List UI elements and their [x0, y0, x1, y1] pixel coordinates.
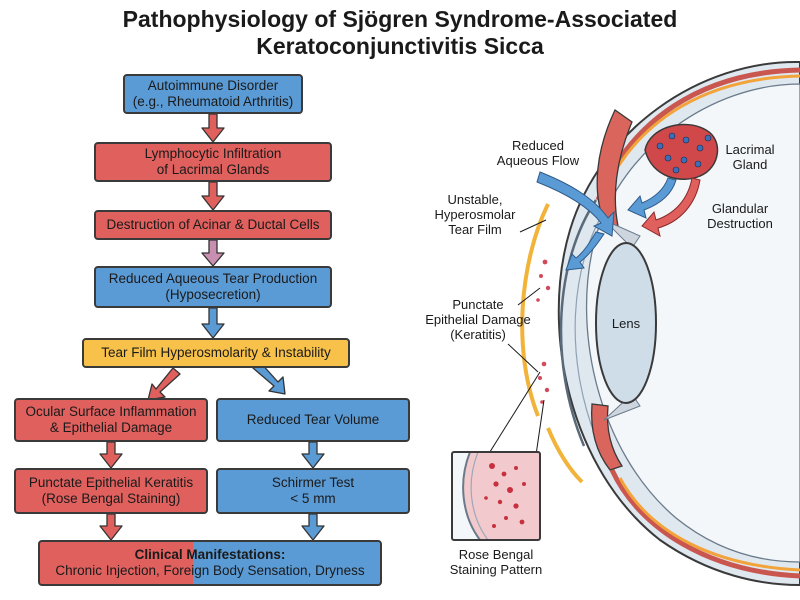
flow-arrows	[99, 113, 325, 541]
box-schirmer-test: Schirmer Test < 5 mm	[216, 468, 410, 514]
glandular-destruction-arrow	[641, 177, 701, 237]
arrow-b9-b10	[301, 513, 325, 541]
cornea	[559, 199, 598, 447]
box-lymphocytic-infiltration: Lymphocytic Infiltration of Lacrimal Gla…	[94, 142, 332, 182]
label-unstable-tear-film: Unstable, Hyperosmolar Tear Film	[420, 192, 530, 237]
box-ocular-line-1: Ocular Surface Inflammation	[25, 404, 197, 419]
arrow-b1-b2	[201, 113, 225, 143]
box-tear-film-line-1: Tear Film Hyperosmolarity & Instability	[101, 345, 331, 360]
rose-bengal-magnifier	[451, 451, 541, 541]
arrow-b2-b3	[201, 181, 225, 211]
reduced-flow-arrow	[536, 171, 615, 237]
choroid-orange-lower	[618, 477, 800, 572]
box-punctate-line-2: (Rose Bengal Staining)	[41, 491, 181, 506]
label-rose-line-2: Staining Pattern	[449, 562, 543, 577]
cornea-staining-dots	[536, 259, 551, 404]
label-glandular-destruction: Glandular Destruction	[690, 201, 790, 231]
box-schirmer-line-2: < 5 mm	[290, 491, 336, 506]
box-ocular-line-2: & Epithelial Damage	[49, 420, 173, 435]
label-tearfilm-line-1: Unstable,	[447, 192, 503, 207]
label-tearfilm-line-3: Tear Film	[448, 222, 502, 237]
arrow-b8-b10	[99, 513, 123, 541]
label-reduced-flow-line-1: Reduced	[511, 138, 565, 153]
reduced-flow-arrow-2	[565, 231, 605, 271]
box-reduced-aqueous-line-1: Reduced Aqueous Tear Production	[108, 271, 318, 286]
box-autoimmune-line-1: Autoimmune Disorder	[147, 78, 279, 93]
box-tear-volume-line-1: Reduced Tear Volume	[246, 412, 380, 427]
box-ocular-inflammation: Ocular Surface Inflammation & Epithelial…	[14, 398, 208, 442]
choroid-layer-lower	[609, 468, 800, 579]
box-clinical-manifestations: Clinical Manifestations: Chronic Injecti…	[38, 540, 382, 586]
box-reduced-aqueous-line-2: (Hyposecretion)	[165, 287, 261, 302]
arrow-b7-b9	[301, 441, 325, 469]
box-destruction-line-1: Destruction of Acinar & Ductal Cells	[106, 217, 320, 232]
box-destruction-cells: Destruction of Acinar & Ductal Cells	[94, 210, 332, 240]
label-punctate-line-3: (Keratitis)	[450, 327, 506, 342]
title-line-1: Pathophysiology of Sjögren Syndrome-Asso…	[122, 6, 678, 32]
cornea-inner	[574, 207, 607, 439]
arrow-b6-b8	[99, 441, 123, 469]
box-reduced-tear-volume: Reduced Tear Volume	[216, 398, 410, 442]
lens	[595, 242, 657, 404]
label-punctate-line-1: Punctate	[452, 297, 504, 312]
box-punctate-keratitis: Punctate Epithelial Keratitis (Rose Beng…	[14, 468, 208, 514]
label-punctate-damage: Punctate Epithelial Damage (Keratitis)	[418, 297, 538, 342]
arrow-b5-b6	[147, 367, 181, 401]
diagram-title: Pathophysiology of Sjögren Syndrome-Asso…	[0, 6, 800, 60]
label-reduced-aqueous-flow: Reduced Aqueous Flow	[478, 138, 598, 168]
label-glandular-line-2: Destruction	[707, 216, 773, 231]
label-lacrimal-gland: Lacrimal Gland	[718, 142, 782, 172]
label-lacrimal-line-1: Lacrimal	[725, 142, 775, 157]
box-punctate-line-1: Punctate Epithelial Keratitis	[28, 475, 194, 490]
box-autoimmune-disorder: Autoimmune Disorder (e.g., Rheumatoid Ar…	[123, 74, 303, 114]
box-schirmer-line-1: Schirmer Test	[271, 475, 355, 490]
title-line-2: Keratoconjunctivitis Sicca	[256, 33, 544, 59]
eye-illustration	[451, 60, 800, 587]
box-autoimmune-line-2: (e.g., Rheumatoid Arthritis)	[132, 94, 294, 109]
gland-outflow-arrow	[627, 177, 677, 219]
label-glandular-line-1: Glandular	[711, 201, 769, 216]
label-rose-line-1: Rose Bengal	[458, 547, 534, 562]
box-lymphocytic-line-2: of Lacrimal Glands	[156, 162, 270, 177]
box-clinical-line-1: Clinical Manifestations:	[134, 547, 286, 562]
label-rose-bengal: Rose Bengal Staining Pattern	[434, 547, 558, 577]
tear-film-lower	[546, 427, 584, 484]
leader-lines	[487, 219, 547, 456]
label-tearfilm-line-2: Hyperosmolar	[434, 207, 516, 222]
choroid-orange-upper	[604, 74, 800, 189]
label-punctate-line-2: Epithelial Damage	[425, 312, 531, 327]
box-clinical-line-2: Chronic Injection, Foreign Body Sensatio…	[55, 563, 365, 578]
box-lymphocytic-line-1: Lymphocytic Infiltration	[144, 146, 282, 161]
label-reduced-flow-line-2: Aqueous Flow	[496, 153, 580, 168]
box-tear-film-hyperosmolarity: Tear Film Hyperosmolarity & Instability	[82, 338, 350, 368]
tear-film	[520, 203, 550, 417]
arrow-b3-b4	[201, 239, 225, 267]
gland-lymphocytes	[656, 132, 712, 174]
lower-eyelid	[590, 403, 624, 471]
arrow-b4-b5	[201, 307, 225, 339]
box-reduced-aqueous: Reduced Aqueous Tear Production (Hyposec…	[94, 266, 332, 308]
label-lacrimal-line-2: Gland	[732, 157, 768, 172]
label-lens: Lens	[611, 316, 641, 331]
